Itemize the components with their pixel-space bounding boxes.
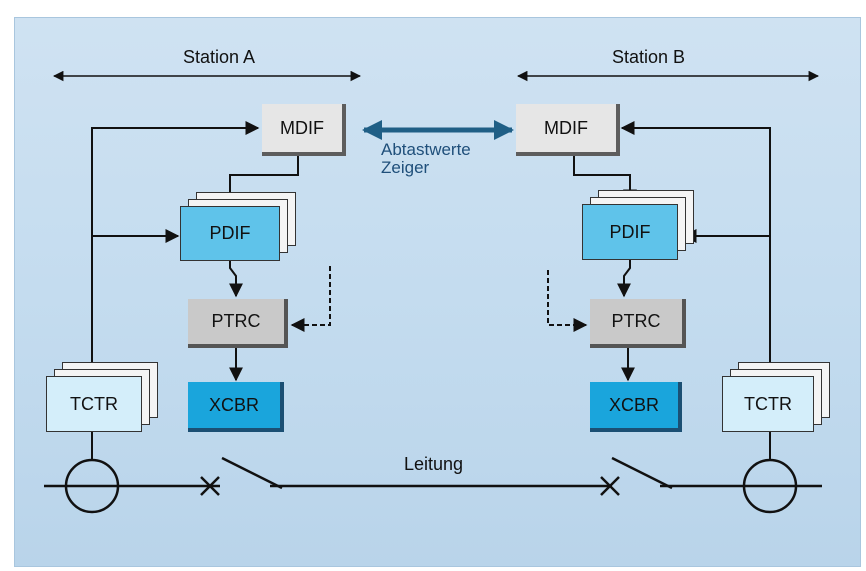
mdif-a-to-pdif-a-line [223,156,299,207]
breaker-b-cross-icon [600,476,620,496]
line-label: Leitung [404,454,464,474]
pdif-a-box: PDIF [180,206,280,261]
breaker-a-switch-blade [221,456,283,490]
station-a-label: Station A [183,47,256,67]
tctr-b-to-mdif-b-line [620,121,771,362]
xcbr-a-box: XCBR [188,382,284,432]
link-label-line2: Zeiger [381,158,430,177]
mdif-a-box: MDIF [262,104,346,156]
ptrc-a-box: PTRC [188,299,288,348]
station-b-label: Station B [612,47,686,67]
xcbr-b-box: XCBR [590,382,682,432]
pdif-b-to-ptrc-b-line [617,260,631,298]
ptrc-a-external-input-line [290,266,331,332]
tctr-a-to-mdif-a-line [91,121,260,362]
breaker-a-cross-icon [200,476,220,496]
mdif-b-box: MDIF [516,104,620,156]
ptrc-b-external-input-line [547,270,588,332]
tctr-a-box: TCTR [46,376,142,432]
mdif-b-to-pdif-b-line [573,156,637,204]
link-label-line1: Abtastwerte [381,140,471,159]
pdif-a-to-ptrc-a-line [229,261,243,298]
pdif-b-box: PDIF [582,204,678,260]
breaker-b-switch-blade [611,456,673,490]
diagram-background [14,17,861,567]
tctr-b-box: TCTR [722,376,814,432]
ptrc-b-box: PTRC [590,299,686,348]
